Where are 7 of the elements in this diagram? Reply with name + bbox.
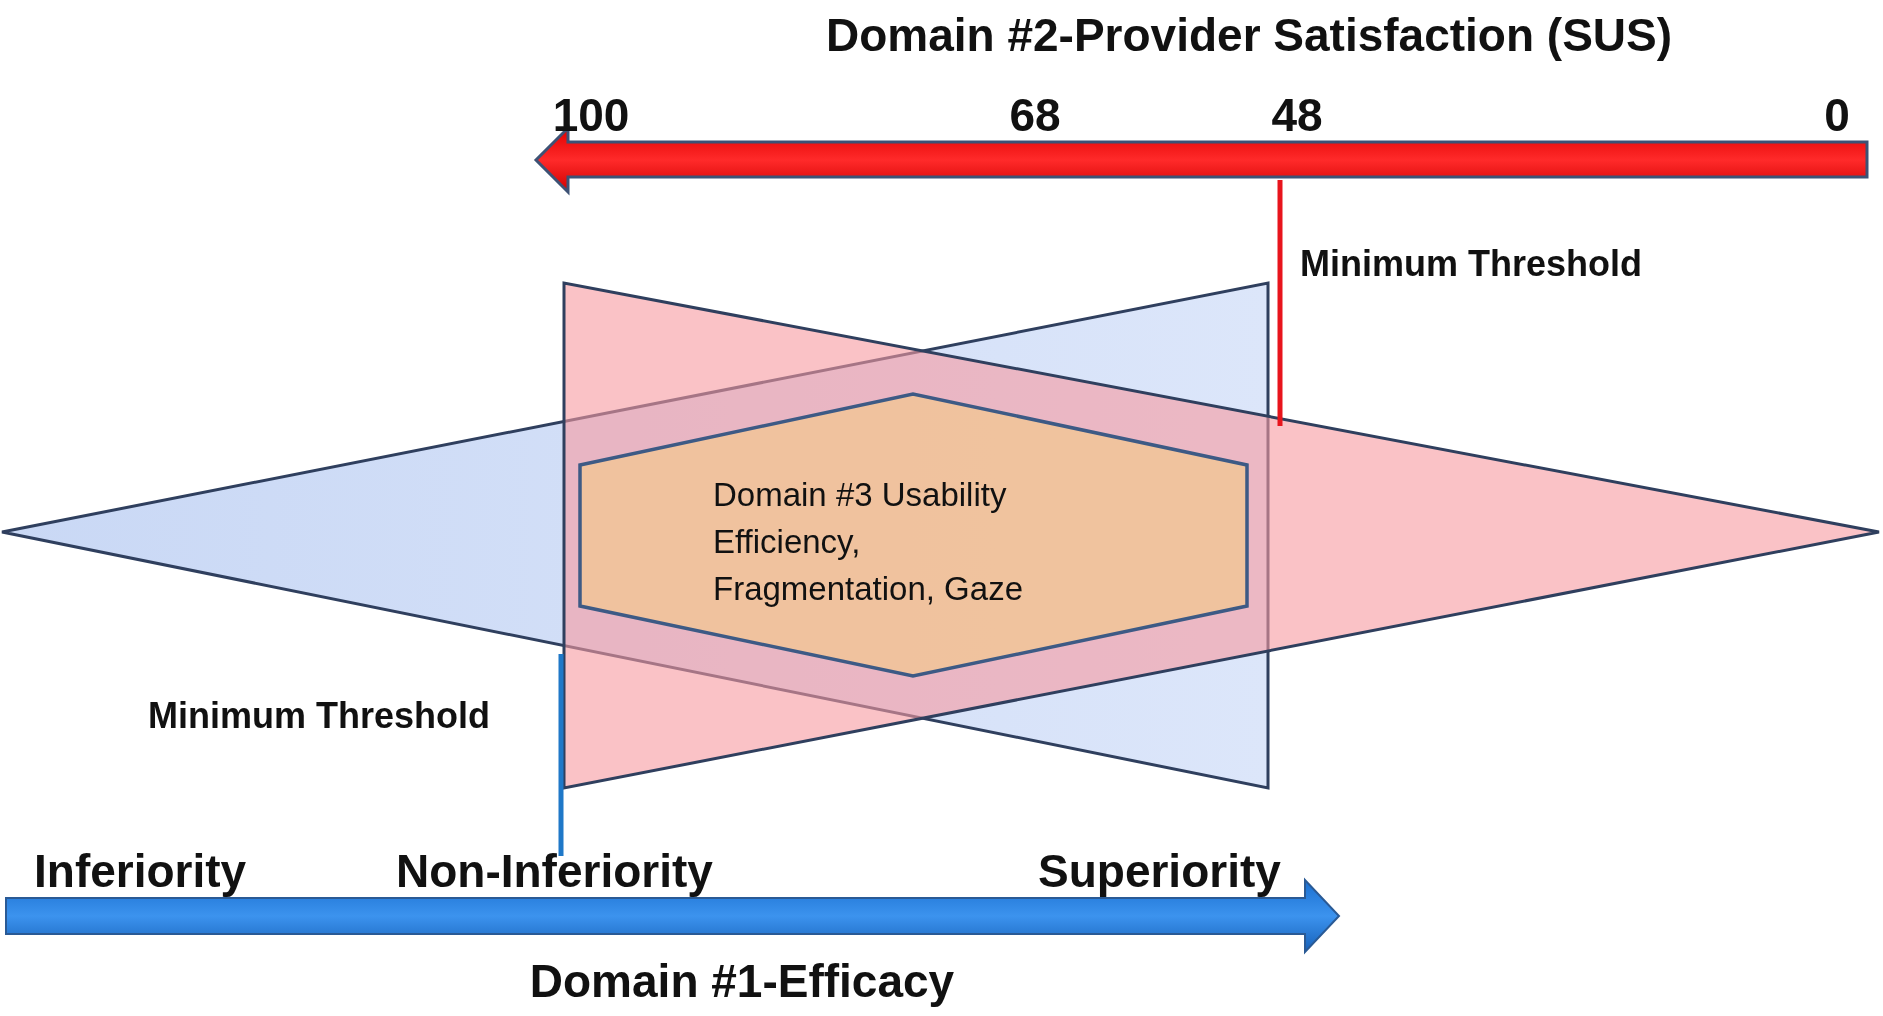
- axis-tick-label: 48: [1271, 92, 1323, 138]
- axis-tick-label: 68: [1009, 92, 1061, 138]
- axis-tick-label: 100: [552, 92, 630, 138]
- axis-tick-label: 0: [1824, 92, 1850, 138]
- threshold-label: Minimum Threshold: [1300, 246, 1642, 282]
- threshold-label: Minimum Threshold: [148, 698, 490, 734]
- domain-label: Domain #3 Usability Efficiency, Fragmentation, Gaze: [713, 475, 1024, 609]
